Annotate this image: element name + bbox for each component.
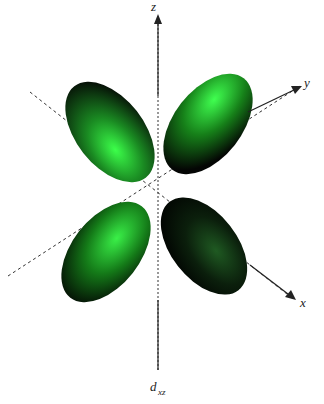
orbital-lobe [47, 65, 172, 198]
axis-label: z [151, 0, 156, 13]
arrowhead [291, 86, 302, 94]
y-axis [8, 86, 300, 276]
orbital-lobe [43, 185, 168, 318]
z-axis [157, 22, 158, 96]
z-axis [157, 300, 158, 370]
arrowhead [285, 290, 296, 300]
orbital-lobe [145, 57, 270, 190]
axis-label: xz [158, 388, 166, 397]
orbital-lobe [144, 182, 265, 311]
y-axis [248, 89, 296, 112]
axis-label: y [304, 76, 310, 89]
arrowhead [154, 14, 162, 24]
x-axis [250, 265, 288, 294]
axis-label: x [300, 296, 306, 309]
z-axis [158, 20, 159, 372]
axis-label: d [150, 380, 157, 393]
